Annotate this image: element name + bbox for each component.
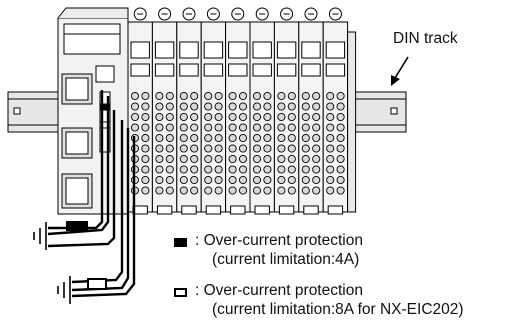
din-track-arrow — [391, 56, 409, 86]
terminal-module — [225, 7, 251, 215]
terminal-module — [273, 7, 300, 215]
din-track-label: DIN track — [393, 30, 458, 47]
terminal-module — [127, 7, 153, 215]
wiring — [47, 90, 136, 298]
legend-filled-subtitle: (current limitation:4A) — [212, 251, 360, 268]
legend-hollow-title: : Over-current protection — [195, 282, 363, 299]
power-supply-unit — [57, 7, 129, 215]
legend-filled-symbol — [174, 238, 187, 247]
terminal-module — [151, 7, 178, 215]
terminal-modules — [127, 7, 357, 215]
legend-hollow-subtitle: (current limitation:8A for NX-EIC202) — [212, 301, 464, 318]
terminal-module — [200, 7, 227, 215]
terminal-module — [298, 7, 324, 215]
ground-symbol — [33, 222, 47, 250]
ground-symbol — [57, 276, 71, 304]
overcurrent-protection-filled — [66, 221, 88, 231]
overcurrent-protection-hollow — [87, 278, 107, 290]
legend-filled-title: : Over-current protection — [195, 232, 363, 249]
terminal-module — [322, 7, 349, 215]
terminal-module — [249, 7, 275, 215]
terminal-module — [176, 7, 202, 215]
legend-hollow-symbol — [174, 288, 187, 297]
end-plate — [347, 31, 357, 213]
